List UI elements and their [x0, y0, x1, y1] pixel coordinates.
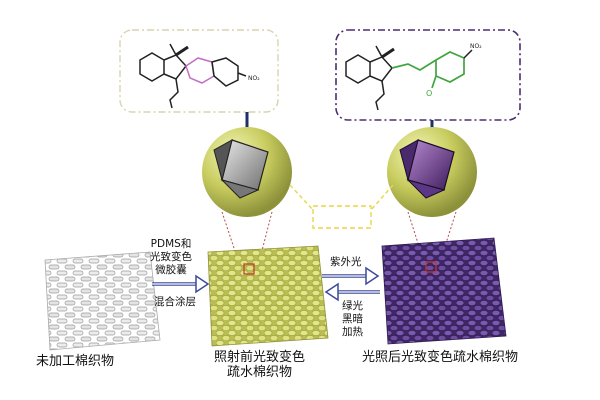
zoom-line-left-b: [257, 211, 273, 267]
fabric-before: [207, 245, 329, 347]
zoom-line-right-b: [439, 211, 457, 263]
nitro-label-after: NO₂: [470, 43, 482, 50]
fabric-before-marker: [243, 263, 255, 275]
fabric-after: [381, 237, 507, 345]
reverse-conditions: 绿光 黑暗 加热: [342, 300, 363, 339]
nitro-benzene-before: [211, 57, 247, 87]
nitro-label-before: NO₂: [248, 75, 260, 82]
zoom-line-left-a: [221, 211, 241, 267]
fabric-raw: [44, 251, 161, 351]
reverse-green-light: 绿光: [342, 300, 363, 312]
fabric-after-marker: [425, 261, 437, 273]
step1-method: 混合涂层: [154, 296, 196, 308]
after-fabric-caption: 光照后光致变色疏水棉织物: [362, 350, 519, 365]
before-fabric-caption-line1: 照射前光致变色: [214, 350, 306, 365]
center-dashed-box: [312, 205, 372, 229]
capsule-core-before: [213, 139, 269, 199]
reverse-heat: 加热: [342, 326, 363, 338]
arrow-uv-forward: [322, 266, 380, 286]
step1-line3: 微胶囊: [155, 264, 187, 276]
before-fabric-caption-line2: 疏水棉织物: [227, 365, 293, 380]
zoom-line-right-a: [407, 211, 425, 263]
step1-line1: PDMS和: [150, 238, 192, 250]
conjugated-bridge: [391, 51, 465, 89]
arrow-reverse: [324, 282, 380, 302]
connector-left: [289, 184, 314, 211]
oxygen-label-after: O: [426, 89, 432, 98]
arrow-coating: [152, 274, 210, 294]
before-fabric-caption: 照射前光致变色 疏水棉织物: [214, 350, 305, 380]
pyran-ring-before: [185, 57, 215, 84]
molecule-box-after: [335, 29, 521, 121]
capsule-core-after: [399, 139, 455, 199]
spiropyran-structure: [139, 43, 189, 109]
raw-fabric-caption: 未加工棉织物: [36, 354, 115, 369]
molecule-box-before: [119, 29, 279, 113]
uv-light-label: 紫外光: [330, 256, 362, 268]
nitro-bond-after: [463, 49, 473, 59]
merocyanine-structure: [345, 45, 395, 111]
step1-line2: 光致变色: [150, 251, 192, 263]
connector-right: [370, 184, 394, 211]
step1-text: PDMS和 光致变色 微胶囊: [150, 238, 192, 277]
reverse-dark: 黑暗: [342, 313, 363, 325]
